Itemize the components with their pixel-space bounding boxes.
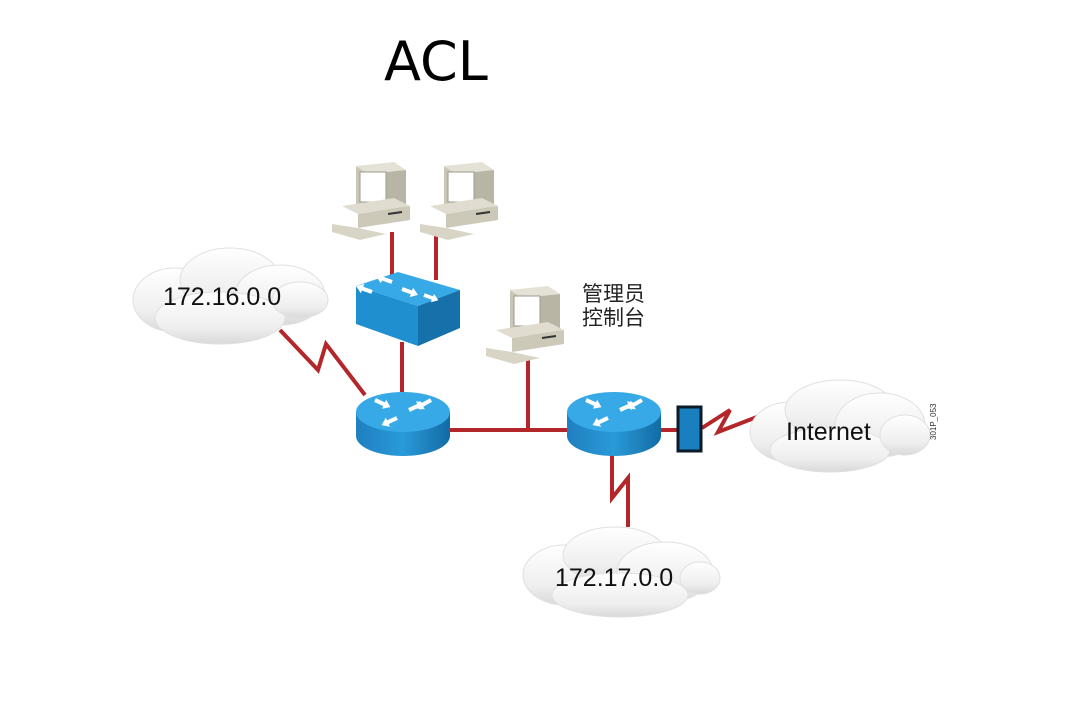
diagram-title: ACL xyxy=(384,30,488,93)
admin-console-line1: 管理员 xyxy=(582,282,645,306)
admin-console-line2: 控制台 xyxy=(582,306,645,330)
link-firewall-internet-serial xyxy=(700,408,776,436)
cloud-internet: Internet xyxy=(749,379,931,473)
firewall-icon[interactable] xyxy=(676,405,703,453)
cloud-net-b: 172.17.0.0 xyxy=(522,526,721,618)
label-internet: Internet xyxy=(786,418,871,446)
figure-code: 301P_053 xyxy=(929,403,938,440)
router-1-icon[interactable] xyxy=(356,392,450,456)
switch-icon[interactable] xyxy=(354,271,460,346)
label-net-a: 172.16.0.0 xyxy=(163,283,281,311)
label-net-b: 172.17.0.0 xyxy=(555,564,673,592)
cloud-net-a: 172.16.0.0 xyxy=(132,247,329,345)
pc-1-icon[interactable] xyxy=(332,162,410,240)
link-net-a-router1-serial xyxy=(278,328,367,397)
admin-pc-icon[interactable] xyxy=(486,286,564,364)
links xyxy=(278,232,776,527)
link-router2-net-b-serial xyxy=(610,455,630,527)
pc-2-icon[interactable] xyxy=(420,162,498,240)
router-2-icon[interactable] xyxy=(567,392,661,456)
admin-console-label: 管理员 控制台 xyxy=(582,282,645,330)
